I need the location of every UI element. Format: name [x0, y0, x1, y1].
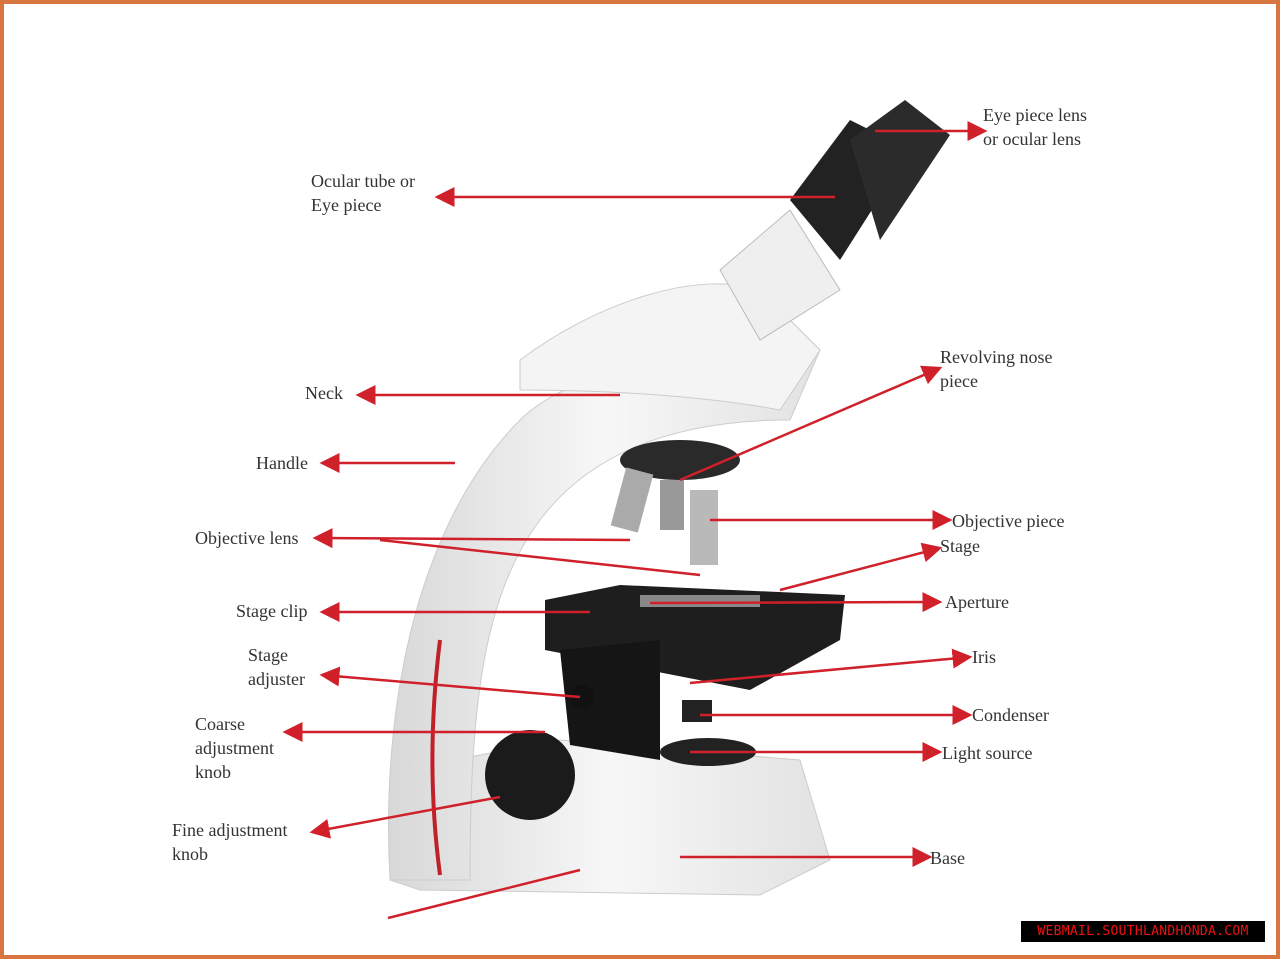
label-light-source: Light source — [942, 743, 1033, 763]
label-stage-adjuster: Stage adjuster — [248, 645, 305, 689]
label-neck: Neck — [305, 383, 343, 403]
label-ocular-tube: Ocular tube or Eye piece — [311, 171, 415, 215]
label-stage: Stage — [940, 536, 980, 556]
label-aperture: Aperture — [945, 592, 1009, 612]
microscope-illustration — [388, 100, 950, 896]
label-fine-adjustment-knob: Fine adjustment knob — [172, 820, 288, 864]
label-eyepiece-lens: Eye piece lens or ocular lens — [983, 105, 1087, 149]
label-handle: Handle — [256, 453, 308, 473]
label-revolving-nose-piece: Revolving nose piece — [940, 347, 1053, 391]
label-iris: Iris — [972, 647, 996, 667]
label-objective-lens: Objective lens — [195, 528, 299, 548]
label-stage-clip: Stage clip — [236, 601, 308, 621]
watermark: WEBMAIL.SOUTHLANDHONDA.COM — [1021, 921, 1265, 942]
label-base: Base — [930, 848, 965, 868]
label-condenser: Condenser — [972, 705, 1049, 725]
label-coarse-adjustment-knob: Coarse adjustment knob — [195, 714, 274, 782]
label-arrows — [282, 121, 988, 920]
label-objective-piece: Objective piece — [952, 511, 1065, 531]
